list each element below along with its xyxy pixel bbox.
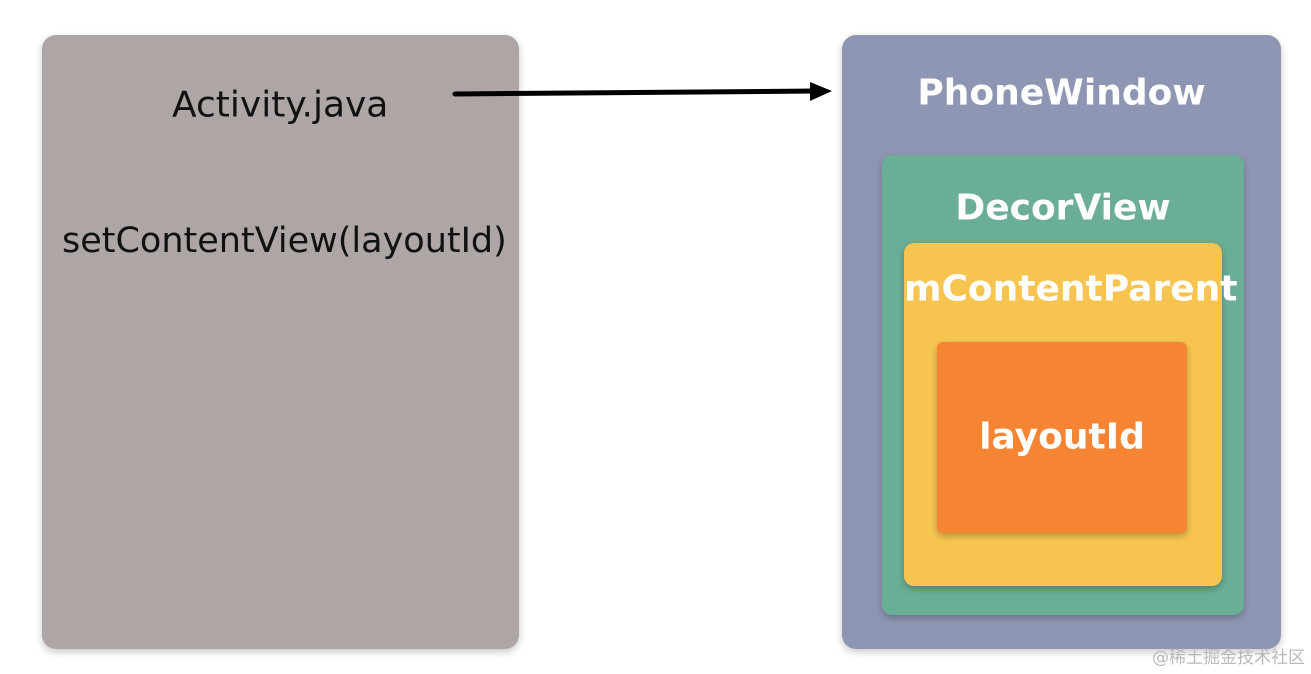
phone-window-title: PhoneWindow bbox=[917, 72, 1206, 114]
layout-id-box: layoutId bbox=[937, 342, 1187, 533]
content-parent-box: mContentParent layoutId bbox=[904, 243, 1238, 586]
activity-card: Activity.java setContentView(layoutId) bbox=[42, 35, 519, 649]
watermark: @稀土掘金技术社区 bbox=[1152, 648, 1305, 668]
decor-view-title: DecorView bbox=[955, 187, 1171, 229]
arrow-icon bbox=[452, 82, 832, 101]
set-content-view-call: setContentView(layoutId) bbox=[62, 221, 507, 261]
layout-id-title: layoutId bbox=[979, 416, 1145, 458]
arrow-shaft bbox=[452, 88, 819, 97]
activity-title: Activity.java bbox=[172, 84, 389, 126]
phone-window-card: PhoneWindow DecorView mContentParent lay… bbox=[842, 35, 1281, 649]
arrow-head bbox=[810, 82, 832, 101]
decor-view-box: DecorView mContentParent layoutId bbox=[882, 155, 1244, 615]
content-parent-title: mContentParent bbox=[904, 268, 1238, 310]
